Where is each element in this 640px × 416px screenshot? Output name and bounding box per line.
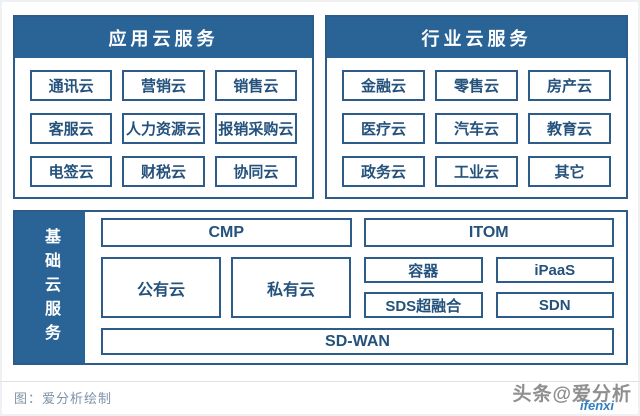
industry-cloud-item-realestate: 房产云 [528,70,611,101]
panel-base-cloud-title: 基础云服务 [42,227,59,348]
app-cloud-item-collab: 协同云 [214,156,297,187]
base-cloud-types: 公有云 私有云 [101,257,351,318]
ifenxi-logo-text: ifenxi [580,398,614,413]
industry-cloud-item-industrial: 工业云 [435,156,518,187]
base-tech-grid: 容器 iPaaS SDS超融合 SDN [364,257,614,318]
industry-cloud-item-finance: 金融云 [342,70,425,101]
panel-app-cloud: 应用云服务 通讯云 营销云 销售云 客服云 人力资源云 报销采购云 电签云 财税… [13,15,314,199]
app-cloud-item-sales: 销售云 [214,70,297,101]
industry-cloud-item-government: 政务云 [342,156,425,187]
panel-app-cloud-title: 应用云服务 [15,17,312,58]
base-item-cmp: CMP [101,218,352,247]
industry-cloud-item-education: 教育云 [528,113,611,144]
figure-caption: 图：爱分析绘制 [14,391,113,406]
app-cloud-item-marketing: 营销云 [122,70,205,101]
footer-divider [0,381,640,382]
industry-cloud-item-auto: 汽车云 [435,113,518,144]
base-tech-row-2: SDS超融合 SDN [364,292,614,318]
panel-base-cloud-side-label: 基础云服务 [15,212,85,363]
app-cloud-item-esign: 电签云 [30,156,113,187]
base-item-private-cloud: 私有云 [231,257,351,318]
app-cloud-item-expense: 报销采购云 [214,113,297,144]
panel-base-cloud-content: CMP ITOM 公有云 私有云 容器 iPaaS SDS超融合 SDN SD-… [85,212,626,363]
base-item-itom: ITOM [363,218,614,247]
industry-cloud-item-retail: 零售云 [435,70,518,101]
base-item-sdn: SDN [495,292,614,318]
panel-industry-cloud-title: 行业云服务 [327,17,626,58]
panel-industry-cloud-grid: 金融云 零售云 房产云 医疗云 汽车云 教育云 政务云 工业云 其它 [327,58,626,199]
app-cloud-item-comms: 通讯云 [30,70,113,101]
industry-cloud-item-other: 其它 [528,156,611,187]
app-cloud-item-fintax: 财税云 [122,156,205,187]
panel-base-cloud: 基础云服务 CMP ITOM 公有云 私有云 容器 iPaaS SDS超融合 S… [13,210,628,365]
app-cloud-item-hr: 人力资源云 [122,113,205,144]
industry-cloud-item-medical: 医疗云 [342,113,425,144]
base-tech-row-1: 容器 iPaaS [364,257,614,283]
base-item-container: 容器 [364,257,483,283]
base-row-management: CMP ITOM [101,218,614,247]
panel-industry-cloud: 行业云服务 金融云 零售云 房产云 医疗云 汽车云 教育云 政务云 工业云 其它 [325,15,628,199]
base-item-ipaas: iPaaS [495,257,614,283]
toutiao-watermark: 头条@爱分析 [512,384,632,405]
panel-app-cloud-grid: 通讯云 营销云 销售云 客服云 人力资源云 报销采购云 电签云 财税云 协同云 [15,58,312,199]
base-row-middle: 公有云 私有云 容器 iPaaS SDS超融合 SDN [101,257,614,318]
base-item-sdwan: SD-WAN [101,328,614,355]
app-cloud-item-service: 客服云 [30,113,113,144]
base-item-public-cloud: 公有云 [101,257,221,318]
base-item-sds: SDS超融合 [364,292,483,318]
